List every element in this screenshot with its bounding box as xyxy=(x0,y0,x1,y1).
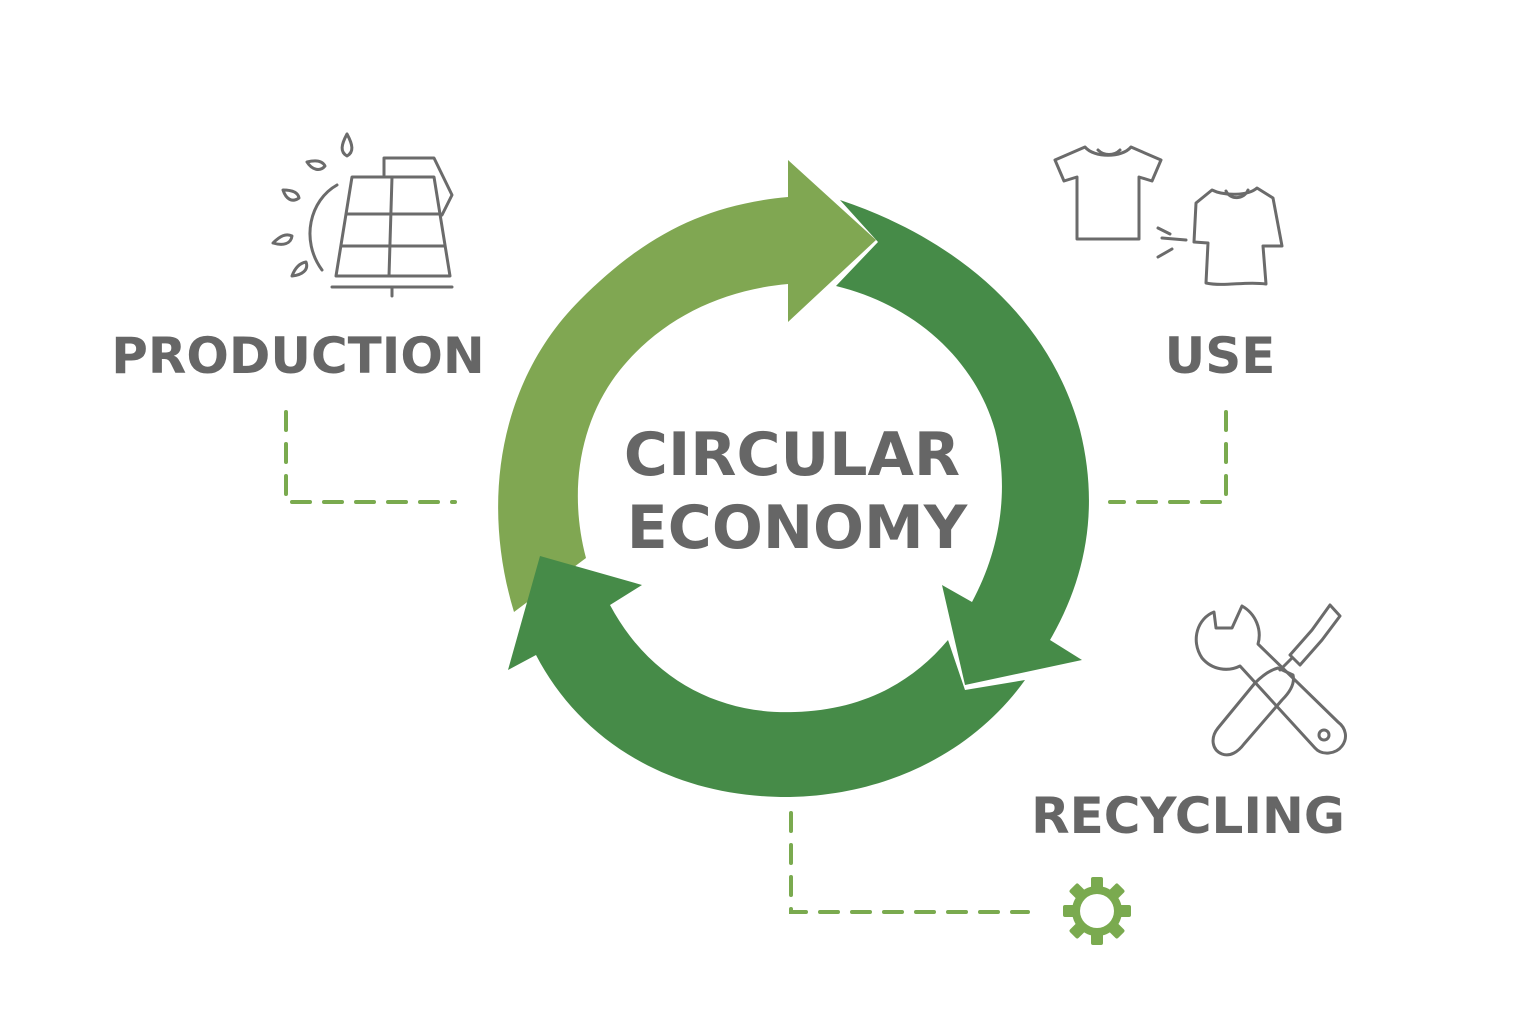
t-shirt-icon xyxy=(1053,145,1284,286)
cycle-arrow-recycling-to-production xyxy=(508,556,1025,798)
cycle-arrow-production-to-use xyxy=(498,160,876,612)
center-title-line2: ECONOMY xyxy=(627,493,969,563)
cycle-ring xyxy=(498,160,1089,798)
solar-panel-icon xyxy=(271,132,454,298)
production-connector xyxy=(284,410,457,504)
connectors xyxy=(284,410,1228,914)
center-title-line1: CIRCULAR xyxy=(624,420,960,490)
gear-icon xyxy=(1063,877,1131,945)
wrench-screwdriver-icon xyxy=(1194,603,1347,757)
recycling-connector xyxy=(789,811,1030,914)
use-label: USE xyxy=(1165,327,1276,385)
production-label: PRODUCTION xyxy=(111,327,485,385)
cycle-arrow-use-to-recycling xyxy=(836,200,1089,685)
use-connector xyxy=(1108,410,1228,504)
recycling-label: RECYCLING xyxy=(1031,787,1345,845)
